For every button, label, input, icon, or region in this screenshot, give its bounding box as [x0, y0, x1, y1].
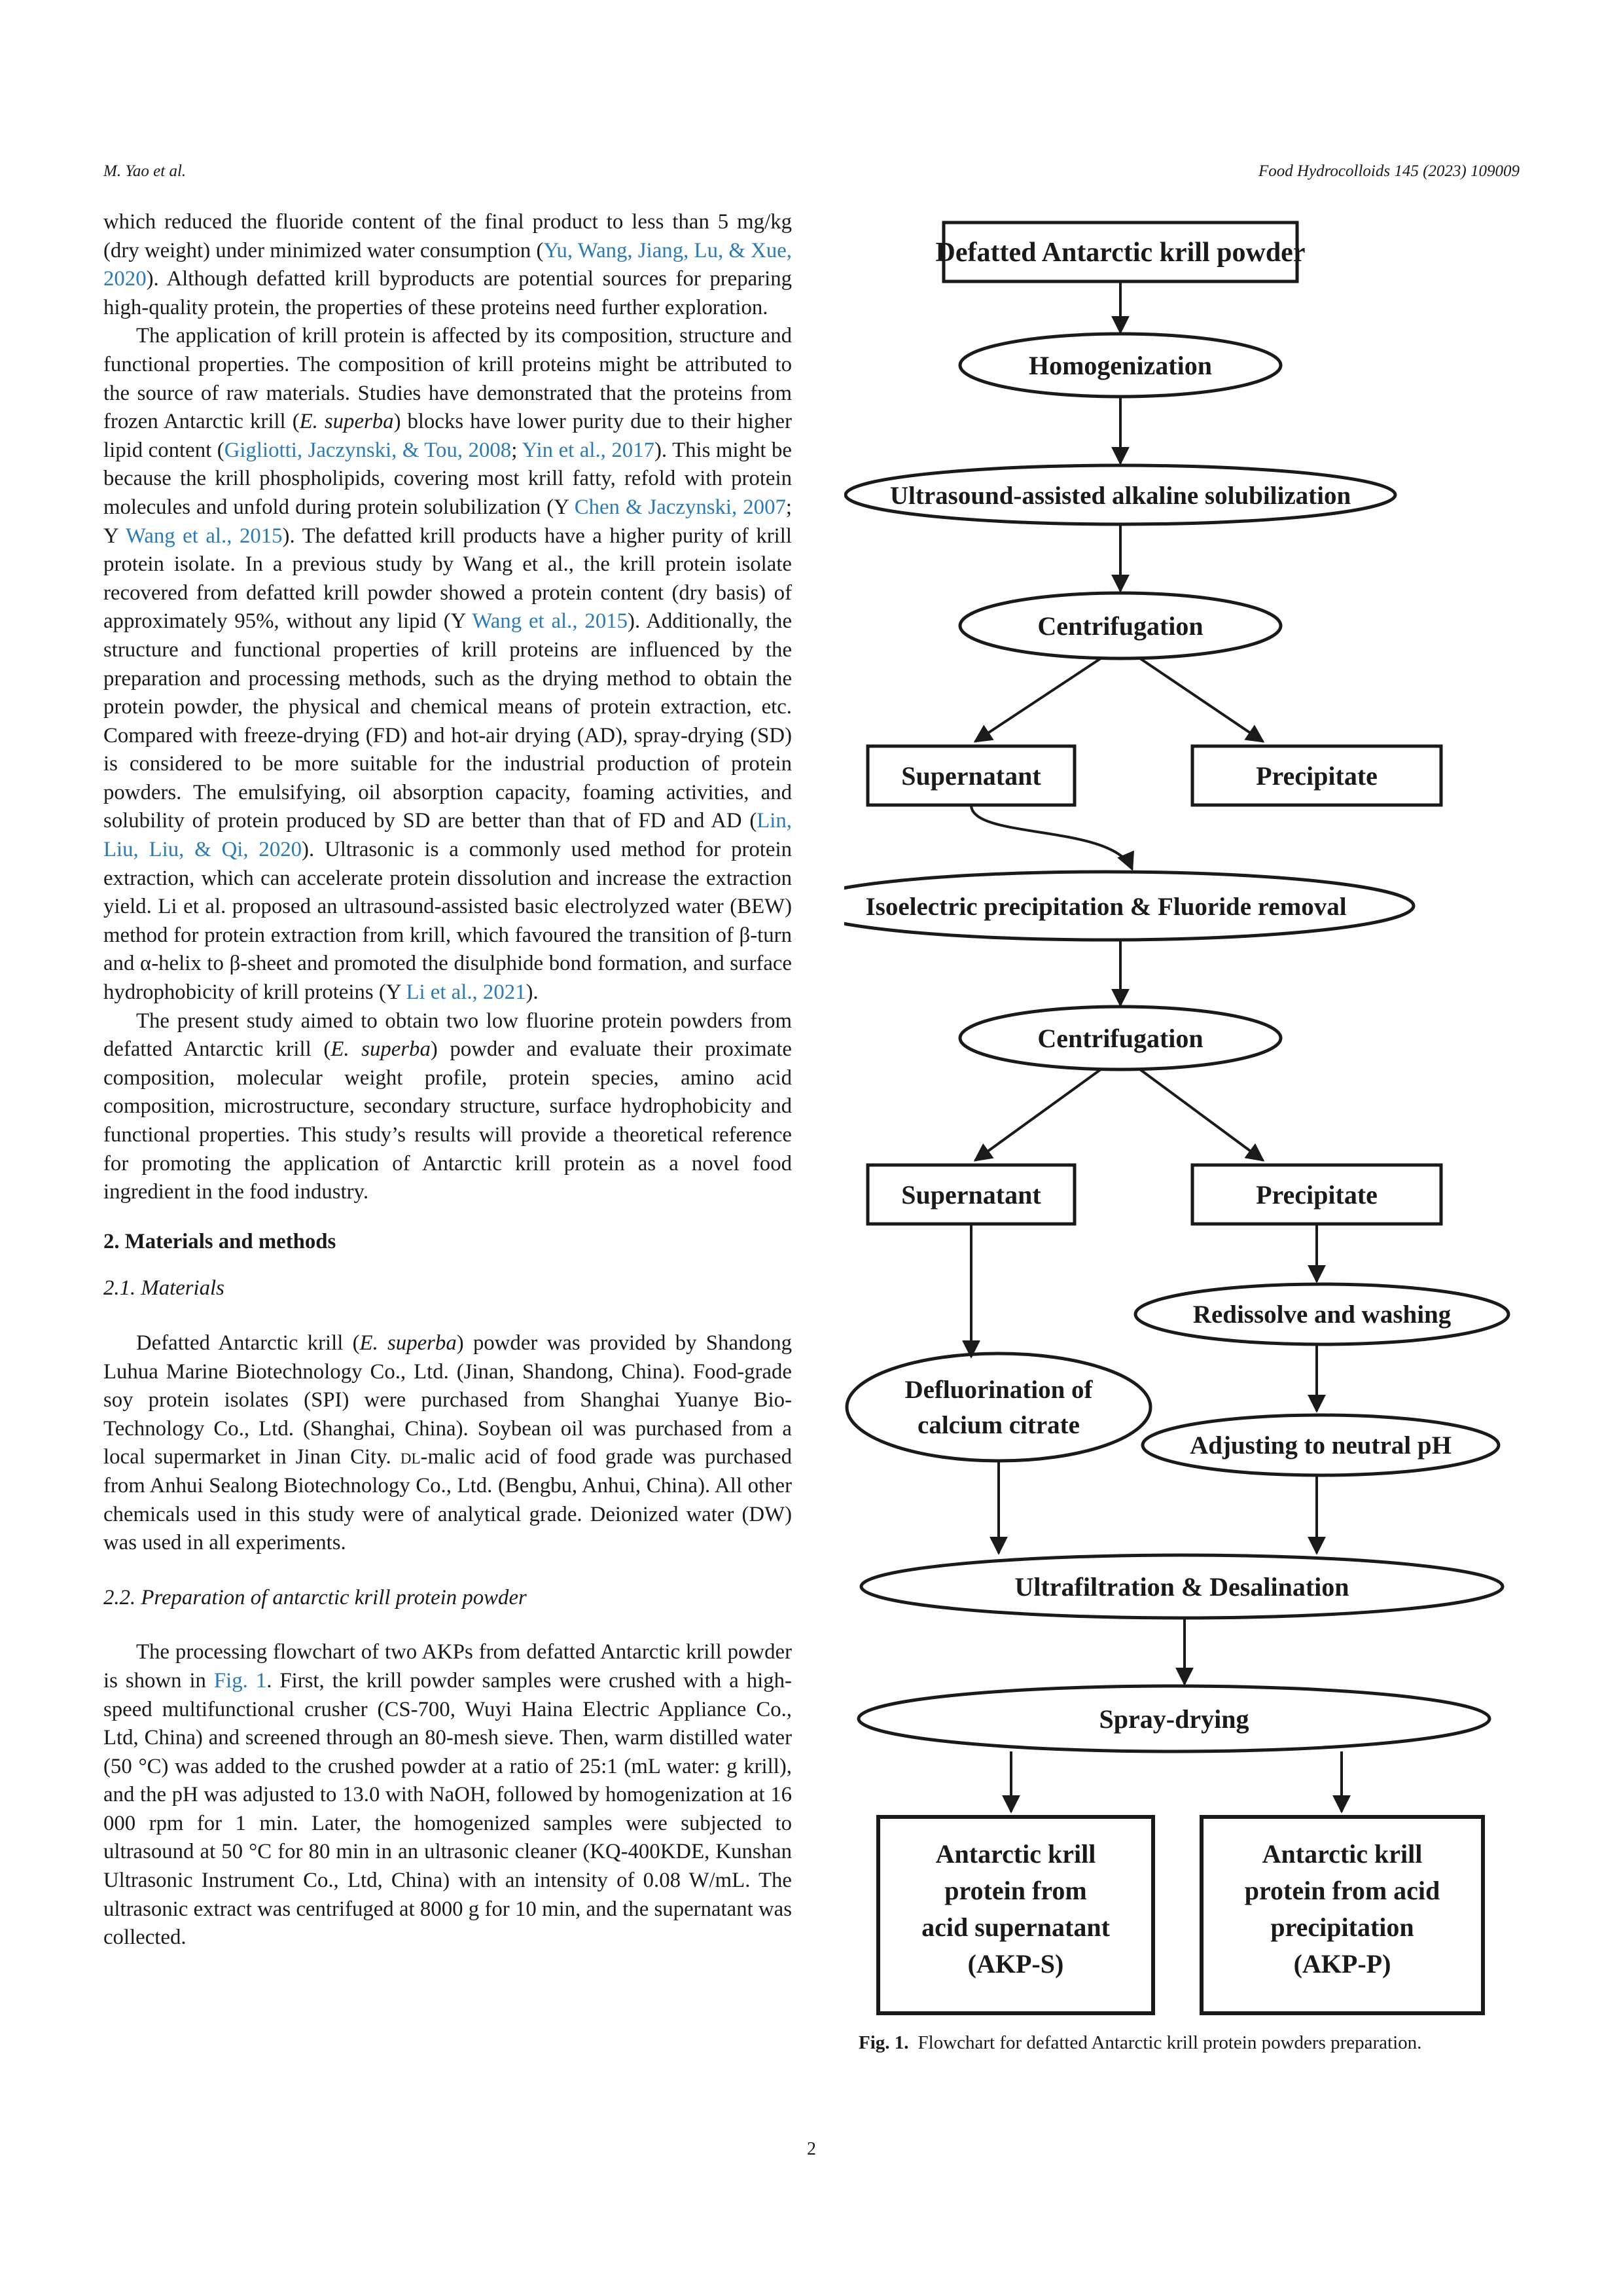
text-run: ;: [511, 438, 522, 462]
flow-arrow: [973, 1068, 1102, 1162]
centrifugation-2-ellipse: [958, 1005, 1283, 1071]
flowchart-figure: Defatted Antarctic krill powder Homogeni…: [844, 208, 1538, 2028]
flowchart-svg: Defatted Antarctic krill powder Homogeni…: [844, 221, 1510, 2015]
text-run: ). Ultrasonic is a commonly used method …: [103, 838, 792, 1005]
adjusting-ph-ellipse: [1141, 1413, 1501, 1477]
citation-link[interactable]: Gigliotti, Jaczynski, & Tou, 2008: [224, 438, 512, 462]
running-header-authors: M. Yao et al.: [103, 162, 187, 180]
spray-drying-ellipse: [857, 1684, 1491, 1753]
supernatant-2-label: Supernatant: [901, 1180, 1041, 1210]
section-heading: 2. Materials and methods: [103, 1229, 336, 1253]
citation-link[interactable]: Wang et al., 2015: [472, 609, 628, 634]
precipitate-1-label: Precipitate: [1256, 761, 1378, 791]
subsection-heading: 2.1. Materials: [103, 1276, 224, 1300]
supernatant-1-label: Supernatant: [901, 761, 1041, 791]
flow-arrow: [970, 804, 1134, 871]
text-run: ). Additionally, the structure and funct…: [103, 609, 792, 833]
akp-p-label: protein from acid: [1245, 1876, 1440, 1905]
text-run: ).: [526, 980, 539, 1005]
centrifugation-1-ellipse: [958, 591, 1283, 660]
citation-link[interactable]: Wang et al., 2015: [125, 524, 283, 548]
figure-link[interactable]: Fig. 1: [213, 1668, 267, 1693]
text-run: ) powder was provided by Shandong Luhua …: [103, 1331, 792, 1469]
left-text-column: which reduced the fluoride content of th…: [103, 208, 792, 1952]
small-caps-prefix: dl: [400, 1445, 421, 1469]
text-run: Defatted Antarctic krill (: [136, 1331, 360, 1355]
ultrasound-label: Ultrasound-assisted alkaline solubilizat…: [890, 482, 1351, 510]
text-run: The present study aimed to obtain two lo…: [103, 1009, 792, 1062]
flow-arrow: [1139, 657, 1265, 743]
text-run: ). The defatted krill products have a hi…: [103, 524, 792, 634]
adjusting-ph-label: Adjusting to neutral pH: [1190, 1431, 1452, 1460]
subsection-heading: 2.2. Preparation of antarctic krill prot…: [103, 1585, 527, 1609]
ultrafiltration-ellipse: [859, 1553, 1505, 1620]
page-number: 2: [807, 2139, 816, 2159]
species-name: E. superba: [330, 1037, 431, 1062]
paragraph-5: The processing flowchart of two AKPs fro…: [103, 1638, 792, 1952]
flow-arrow: [1139, 1068, 1265, 1162]
flow-arrow: [973, 657, 1102, 743]
ultrafiltration-label: Ultrafiltration & Desalination: [1014, 1572, 1349, 1602]
akp-p-label: (AKP-P): [1294, 1949, 1391, 1979]
akp-s-label: (AKP-S): [968, 1949, 1064, 1979]
paragraph-2: The application of krill protein is affe…: [103, 322, 792, 1007]
text-run: ) blocks have lower purity due to their …: [103, 410, 792, 462]
paragraph-4: Defatted Antarctic krill (E. superba) po…: [103, 1329, 792, 1558]
precipitate-1-box: [1190, 744, 1443, 807]
akp-s-label: Antarctic krill: [936, 1839, 1096, 1869]
paragraph-3: The present study aimed to obtain two lo…: [103, 1007, 792, 1207]
text-run: -malic acid of food grade was purchased …: [103, 1445, 793, 1555]
start-label: Defatted Antarctic krill powder: [936, 238, 1306, 268]
akp-p-box: [1200, 1815, 1485, 2015]
species-name: E. superba: [299, 410, 394, 434]
akp-p-label: precipitation: [1270, 1912, 1414, 1942]
defluorination-label: Defluorination of: [904, 1376, 1093, 1404]
homogenization-label: Homogenization: [1029, 351, 1212, 380]
text-run: . First, the krill powder samples were c…: [103, 1668, 792, 1950]
text-run: ). Although defatted krill byproducts ar…: [103, 267, 792, 319]
figure-caption-label: Fig. 1.: [859, 2032, 909, 2053]
paragraph-1: which reduced the fluoride content of th…: [103, 208, 792, 322]
defluorination-ellipse: [845, 1352, 1152, 1463]
isoelectric-ellipse: [844, 870, 1416, 942]
redissolve-label: Redissolve and washing: [1193, 1300, 1452, 1329]
citation-link[interactable]: Li et al., 2021: [406, 980, 526, 1005]
spray-drying-label: Spray-drying: [1099, 1704, 1249, 1734]
citation-link[interactable]: Yu, Wang, Jiang, Lu, & Xue, 2020: [103, 238, 792, 291]
text-run: The processing flowchart of two AKPs fro…: [103, 1640, 792, 1693]
citation-link[interactable]: Chen & Jaczynski, 2007: [574, 495, 786, 519]
citation-link[interactable]: Lin, Liu, Liu, & Qi, 2020: [103, 809, 792, 862]
isoelectric-label: Isoelectric precipitation & Fluoride rem…: [865, 893, 1346, 921]
centrifugation-1-label: Centrifugation: [1037, 611, 1203, 641]
akp-p-label: Antarctic krill: [1262, 1839, 1423, 1869]
centrifugation-2-label: Centrifugation: [1037, 1024, 1203, 1053]
text-run: which reduced the fluoride content of th…: [103, 210, 792, 262]
figure-caption-text: Flowchart for defatted Antarctic krill p…: [918, 2032, 1422, 2053]
akp-s-label: protein from: [944, 1876, 1086, 1905]
redissolve-ellipse: [1133, 1282, 1510, 1346]
text-run: ; Y: [103, 495, 792, 548]
citation-link[interactable]: Yin et al., 2017: [522, 438, 654, 462]
figure-caption: Fig. 1. Flowchart for defatted Antarctic …: [859, 2030, 1539, 2055]
text-run: The application of krill protein is affe…: [103, 324, 792, 434]
akp-s-label: acid supernatant: [921, 1912, 1110, 1942]
text-run: ) powder and evaluate their proximate co…: [103, 1037, 792, 1204]
akp-s-box: [876, 1815, 1155, 2015]
defluorination-label: calcium citrate: [918, 1411, 1080, 1439]
running-header-journal: Food Hydrocolloids 145 (2023) 109009: [1258, 162, 1520, 180]
precipitate-2-label: Precipitate: [1256, 1180, 1378, 1210]
text-run: ). This might be because the krill phosp…: [103, 438, 792, 519]
species-name: E. superba: [359, 1331, 457, 1355]
